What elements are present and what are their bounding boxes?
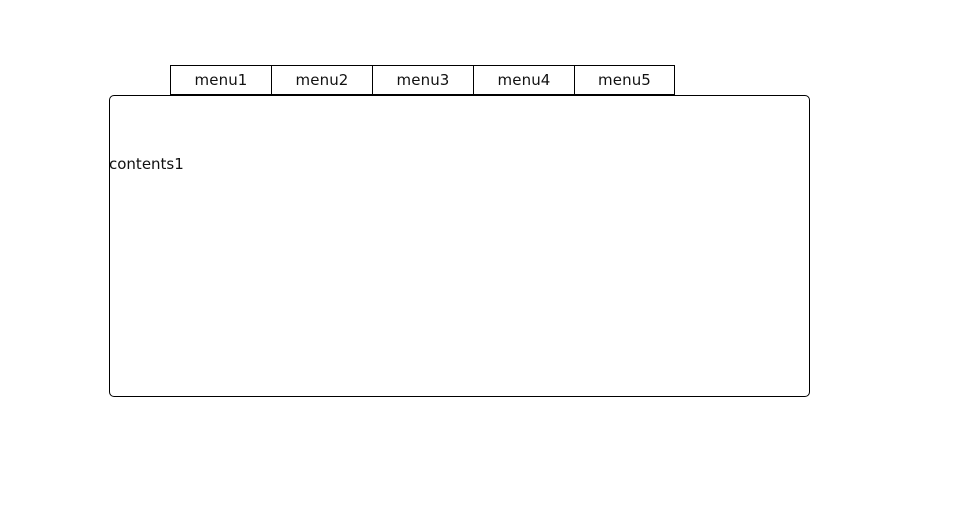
tab-panel-content-text: contents1 (109, 155, 184, 173)
tab-menu5-label: menu5 (598, 70, 651, 89)
tab-strip: menu1 menu2 menu3 menu4 menu5 (170, 65, 675, 95)
tab-menu4-label: menu4 (497, 70, 551, 89)
tab-panel-body: contents1 (109, 96, 809, 396)
tab-menu2[interactable]: menu2 (271, 65, 372, 95)
tab-menu3[interactable]: menu3 (372, 65, 473, 95)
tab-menu1[interactable]: menu1 (170, 65, 271, 95)
tab-menu4[interactable]: menu4 (473, 65, 574, 95)
tab-menu2-label: menu2 (295, 70, 349, 89)
tab-menu1-label: menu1 (194, 70, 248, 89)
tab-menu3-label: menu3 (396, 70, 450, 89)
tab-content-panel: contents1 (109, 95, 810, 397)
tab-menu5[interactable]: menu5 (574, 65, 675, 95)
